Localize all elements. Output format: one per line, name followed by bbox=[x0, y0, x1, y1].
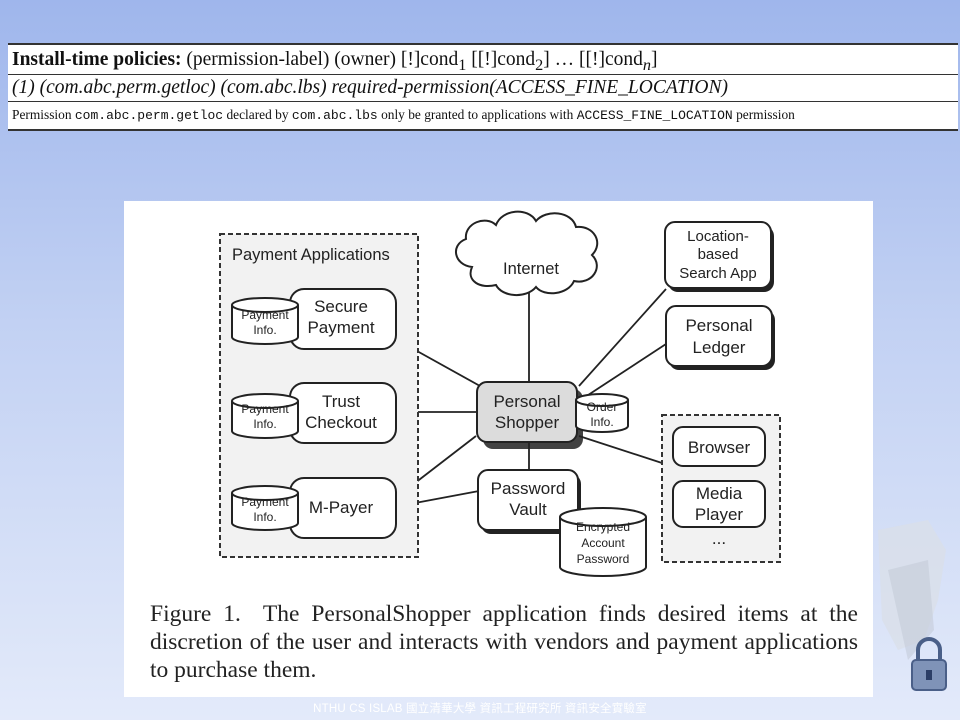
subscript-n: n bbox=[642, 55, 651, 74]
payment-info-db-1-label-2: Info. bbox=[253, 323, 276, 337]
encrypted-label-3: Password bbox=[577, 552, 630, 566]
policy-syntax-cond2: [[!]cond bbox=[466, 49, 536, 70]
internet-cloud bbox=[455, 210, 599, 296]
policy-rule: (1) (com.abc.perm.getloc) (com.abc.lbs) … bbox=[12, 77, 728, 98]
required-permission: ACCESS_FINE_LOCATION bbox=[576, 108, 733, 123]
internet-label: Internet bbox=[503, 260, 559, 278]
architecture-diagram: Payment Applications Secure Payment Paym… bbox=[219, 210, 781, 577]
personal-shopper-node bbox=[476, 381, 578, 443]
trust-checkout-label-2: Checkout bbox=[305, 413, 377, 432]
more-apps-ellipsis: ... bbox=[712, 529, 726, 548]
figure-caption-text: The PersonalShopper application finds de… bbox=[150, 601, 858, 683]
location-label-2: based bbox=[698, 246, 739, 263]
payment-info-db-2 bbox=[231, 393, 299, 439]
encrypted-label-2: Account bbox=[581, 536, 625, 550]
policy-table: Install-time policies: (permission-label… bbox=[8, 43, 958, 131]
footer: NTHU CS ISLAB 國立清華大學 資訊工程研究所 資訊安全實驗室 bbox=[313, 703, 647, 715]
personal-shopper-label-1: Personal bbox=[493, 392, 560, 411]
media-player-node bbox=[672, 480, 766, 528]
encrypted-label-1: Encrypted bbox=[576, 520, 630, 534]
browser-label: Browser bbox=[688, 438, 751, 457]
trust-checkout-label-1: Trust bbox=[322, 392, 360, 411]
lab-logo-decoration bbox=[878, 520, 947, 691]
m-payer-label: M-Payer bbox=[309, 498, 374, 517]
connector-lines bbox=[398, 288, 667, 507]
secure-payment-label-2: Payment bbox=[307, 318, 374, 337]
payment-info-db-3-label-1: Payment bbox=[241, 495, 289, 509]
policy-syntax-end: ] bbox=[650, 49, 658, 70]
payment-info-db-2-label-2: Info. bbox=[253, 417, 276, 431]
policy-syntax: (permission-label) (owner) [!]cond bbox=[181, 49, 459, 70]
payment-info-db-1-label-1: Payment bbox=[241, 308, 289, 322]
password-vault-label-1: Password bbox=[491, 479, 566, 498]
policy-description: Permission com.abc.perm.getloc declared … bbox=[12, 107, 795, 123]
owner-label: com.abc.lbs bbox=[291, 108, 378, 123]
payment-info-db-3 bbox=[231, 485, 299, 531]
order-info-db bbox=[575, 393, 629, 433]
lock-icon bbox=[911, 637, 947, 691]
figure-caption: Figure 1.The PersonalShopper application… bbox=[150, 600, 858, 684]
browser-node bbox=[672, 426, 766, 467]
media-label-2: Player bbox=[695, 505, 744, 524]
encrypted-password-db bbox=[559, 507, 647, 577]
ledger-label-1: Personal bbox=[685, 316, 752, 335]
permission-label: com.abc.perm.getloc bbox=[74, 108, 224, 123]
policy-syntax-condn: ] … [[!]cond bbox=[543, 49, 643, 70]
location-label-3: Search App bbox=[679, 265, 757, 282]
personal-shopper-label-2: Shopper bbox=[495, 413, 560, 432]
payment-applications-label: Payment Applications bbox=[232, 246, 390, 264]
subscript-2: 2 bbox=[535, 55, 544, 74]
subscript-1: 1 bbox=[458, 55, 467, 74]
password-vault-node bbox=[477, 469, 579, 531]
figure-caption-label: Figure 1. bbox=[150, 601, 241, 627]
figure-panel: Payment Applications Secure Payment Paym… bbox=[124, 201, 873, 697]
payment-info-db-2-label-1: Payment bbox=[241, 402, 289, 416]
policy-header-row: Install-time policies: (permission-label… bbox=[12, 49, 954, 75]
password-vault-label-2: Vault bbox=[509, 500, 547, 519]
policy-header-label: Install-time policies: bbox=[12, 49, 182, 70]
order-info-label-2: Info. bbox=[590, 415, 613, 429]
secure-payment-label-1: Secure bbox=[314, 297, 368, 316]
location-label-1: Location- bbox=[687, 228, 749, 245]
order-info-label-1: Order bbox=[587, 400, 618, 414]
media-label-1: Media bbox=[696, 484, 743, 503]
location-search-app-node bbox=[664, 221, 772, 289]
personal-ledger-node bbox=[665, 305, 773, 367]
payment-info-db-1 bbox=[231, 297, 299, 345]
payment-info-db-3-label-2: Info. bbox=[253, 510, 276, 524]
ledger-label-2: Ledger bbox=[693, 338, 746, 357]
